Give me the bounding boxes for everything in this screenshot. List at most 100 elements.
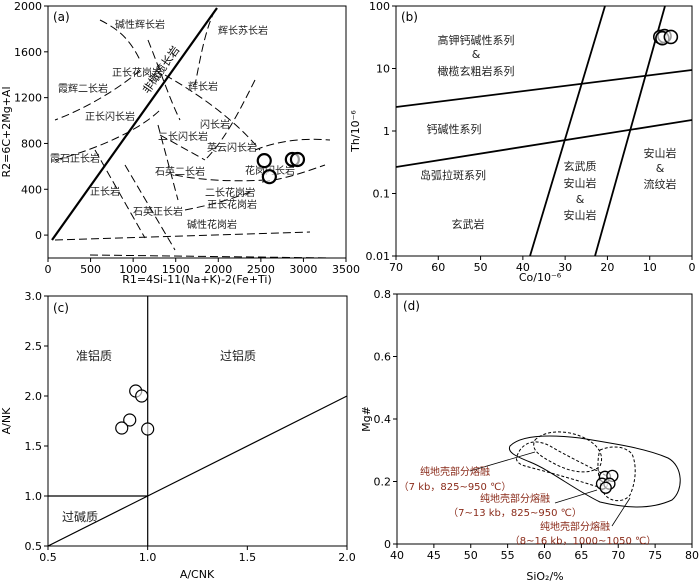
panel-a-x-tick-label: 1500 (162, 263, 190, 276)
panel-a-region-label: 正长花岗岩 (207, 198, 257, 211)
panel-b-x-tick-label: 50 (474, 261, 488, 274)
panel-a-y-tick-label: 1600 (14, 46, 42, 59)
panel-d-x-label: SiO₂/% (526, 570, 563, 583)
panel-b-region-label: & (656, 162, 665, 175)
panel-b-x-tick-label: 70 (389, 261, 403, 274)
panel-d-y-tick-label: 0.2 (374, 476, 392, 489)
panel-b-boundary-line (529, 6, 606, 256)
panel-a-boundary-6 (124, 164, 176, 251)
panel-a-region-label: 二长闪长岩 (158, 130, 208, 143)
panel-a-x-tick-label: 2500 (247, 263, 275, 276)
panel-d-points (595, 469, 619, 494)
panel-a-boundary-15 (254, 138, 331, 151)
panel-d-x-tick-label: 80 (685, 549, 699, 562)
panel-b-x-tick-label: 30 (558, 261, 572, 274)
panel-a-region-label: 正长花岗岩 (112, 66, 162, 79)
panel-d-annotation: 纯地壳部分熔融 (540, 520, 610, 533)
panel-d-y-tick-label: 0.8 (374, 288, 392, 301)
panel-d-data-point (599, 481, 612, 494)
panel-c-points (115, 384, 155, 436)
panel-b-y-tick-label: 0.1 (373, 188, 391, 201)
panel-a-region-label: 闪长岩 (200, 118, 230, 131)
panel-a-y-label: R2=6C+2Mg+Al (0, 86, 13, 177)
panel-b-region-label: 钙碱性系列 (427, 122, 482, 136)
panel-b-x-tick-label: 40 (516, 261, 530, 274)
panel-d-x-tick-label: 75 (648, 549, 662, 562)
panel-d-x-tick-label: 70 (611, 549, 625, 562)
panel-a-boundary-11 (164, 74, 261, 151)
panel-c-y-tick-label: 1.0 (25, 490, 43, 503)
panel-c-x-tick-label: 2.0 (338, 551, 356, 564)
panel-c-data-point (115, 421, 129, 435)
panel-b-region-label: 玄武岩 (452, 217, 485, 231)
panel-c-diagonal-line (48, 395, 347, 546)
panel-b-region-label: 安山岩 (644, 146, 677, 160)
panel-a-y-tick-label: 800 (21, 137, 42, 150)
panel-a-data-point (256, 153, 272, 169)
panel-a-boundary-1 (89, 254, 336, 258)
panel-c-region-label: 过铝质 (220, 348, 256, 363)
panel-b-y-tick-label: 10 (376, 63, 390, 76)
panel-a-region-label: 辉长岩 (188, 80, 218, 93)
panel-b-boundary-line (396, 119, 692, 168)
panel-d-annotation: （7~13 kb，825~950 ℃） (448, 507, 582, 519)
panel-a-region-label: 霞石正长岩 (50, 152, 100, 165)
panel-a-boundary-3 (54, 69, 141, 121)
panel-b-y-tick-label: 1 (383, 125, 390, 138)
panel-c-y-tick-label: 2.5 (25, 340, 43, 353)
panel-a-region-label: 石英正长岩 (133, 205, 183, 218)
panel-a-boundary-2 (54, 231, 311, 241)
panel-a-y-tick-label: 2000 (14, 0, 42, 13)
panel-a-y-tick-label: 1200 (14, 92, 42, 105)
panel-d-field-solid (508, 435, 681, 508)
panel-c-x-tick-label: 1.0 (139, 551, 157, 564)
panel-d-annotation: （8~16 kb，1000~1050 ℃） (510, 535, 656, 547)
panel-c-y-axis: 0.51.01.52.02.53.0 (25, 290, 48, 553)
panel-b-region-label: 流纹岩 (644, 177, 677, 191)
panel-d-y-tick-label: 0.6 (374, 351, 392, 364)
panel-a-y-tick-label: 400 (21, 183, 42, 196)
panel-a-points (256, 151, 306, 185)
panel-d-leader-line (611, 497, 631, 527)
panel-c-region-label: 过碱质 (62, 510, 98, 524)
panel-d-y-label: Mg# (360, 406, 373, 432)
panel-d-annotation: 纯地壳部分熔融 (420, 465, 490, 478)
panel-d-x-tick-label: 40 (390, 549, 404, 562)
panel-b-y-tick-label: 0.01 (366, 250, 391, 263)
panel-b-region-label: 安山岩 (564, 176, 597, 190)
panel-a-x-tick-label: 500 (80, 263, 101, 276)
panel-a-x-tick-label: 2000 (204, 263, 232, 276)
panel-c-id: (c) (53, 301, 69, 315)
panel-b-points (652, 28, 679, 46)
panel-a-region-label: 辉长苏长岩 (218, 24, 268, 37)
panel-a-region-label: 二长花岗岩 (205, 186, 255, 199)
panel-b-boundary-line (396, 69, 692, 108)
panel-a-data-point (289, 151, 306, 168)
panel-a-region-label: 正长闪长岩 (85, 110, 135, 123)
panel-b-region-label: 玄武质 (564, 159, 597, 173)
panel-c-data-point (123, 413, 137, 427)
panel-a-region-label: 霞辉二长岩 (58, 82, 108, 95)
panel-d-annotation: （7 kb，825~950 ℃） (399, 481, 512, 493)
panel-c-region-label: 准铝质 (76, 348, 112, 363)
panel-d-y-tick-label: 0 (384, 538, 391, 551)
panel-a-x-tick-label: 3500 (332, 263, 360, 276)
panel-d-x-tick-label: 50 (464, 549, 478, 562)
panel-b-data-point (663, 29, 679, 45)
panel-a-boundary-9 (194, 9, 216, 86)
panel-a-boundary-17 (157, 124, 179, 201)
panel-b-region-label: & (576, 193, 585, 206)
panel-b-region-label: 橄榄玄粗岩系列 (438, 64, 515, 78)
panel-b-x-tick-label: 60 (431, 261, 445, 274)
panel-b-x-tick-label: 20 (600, 261, 614, 274)
panel-b-id: (b) (401, 10, 418, 24)
panel-a-boundary-10 (159, 134, 206, 161)
